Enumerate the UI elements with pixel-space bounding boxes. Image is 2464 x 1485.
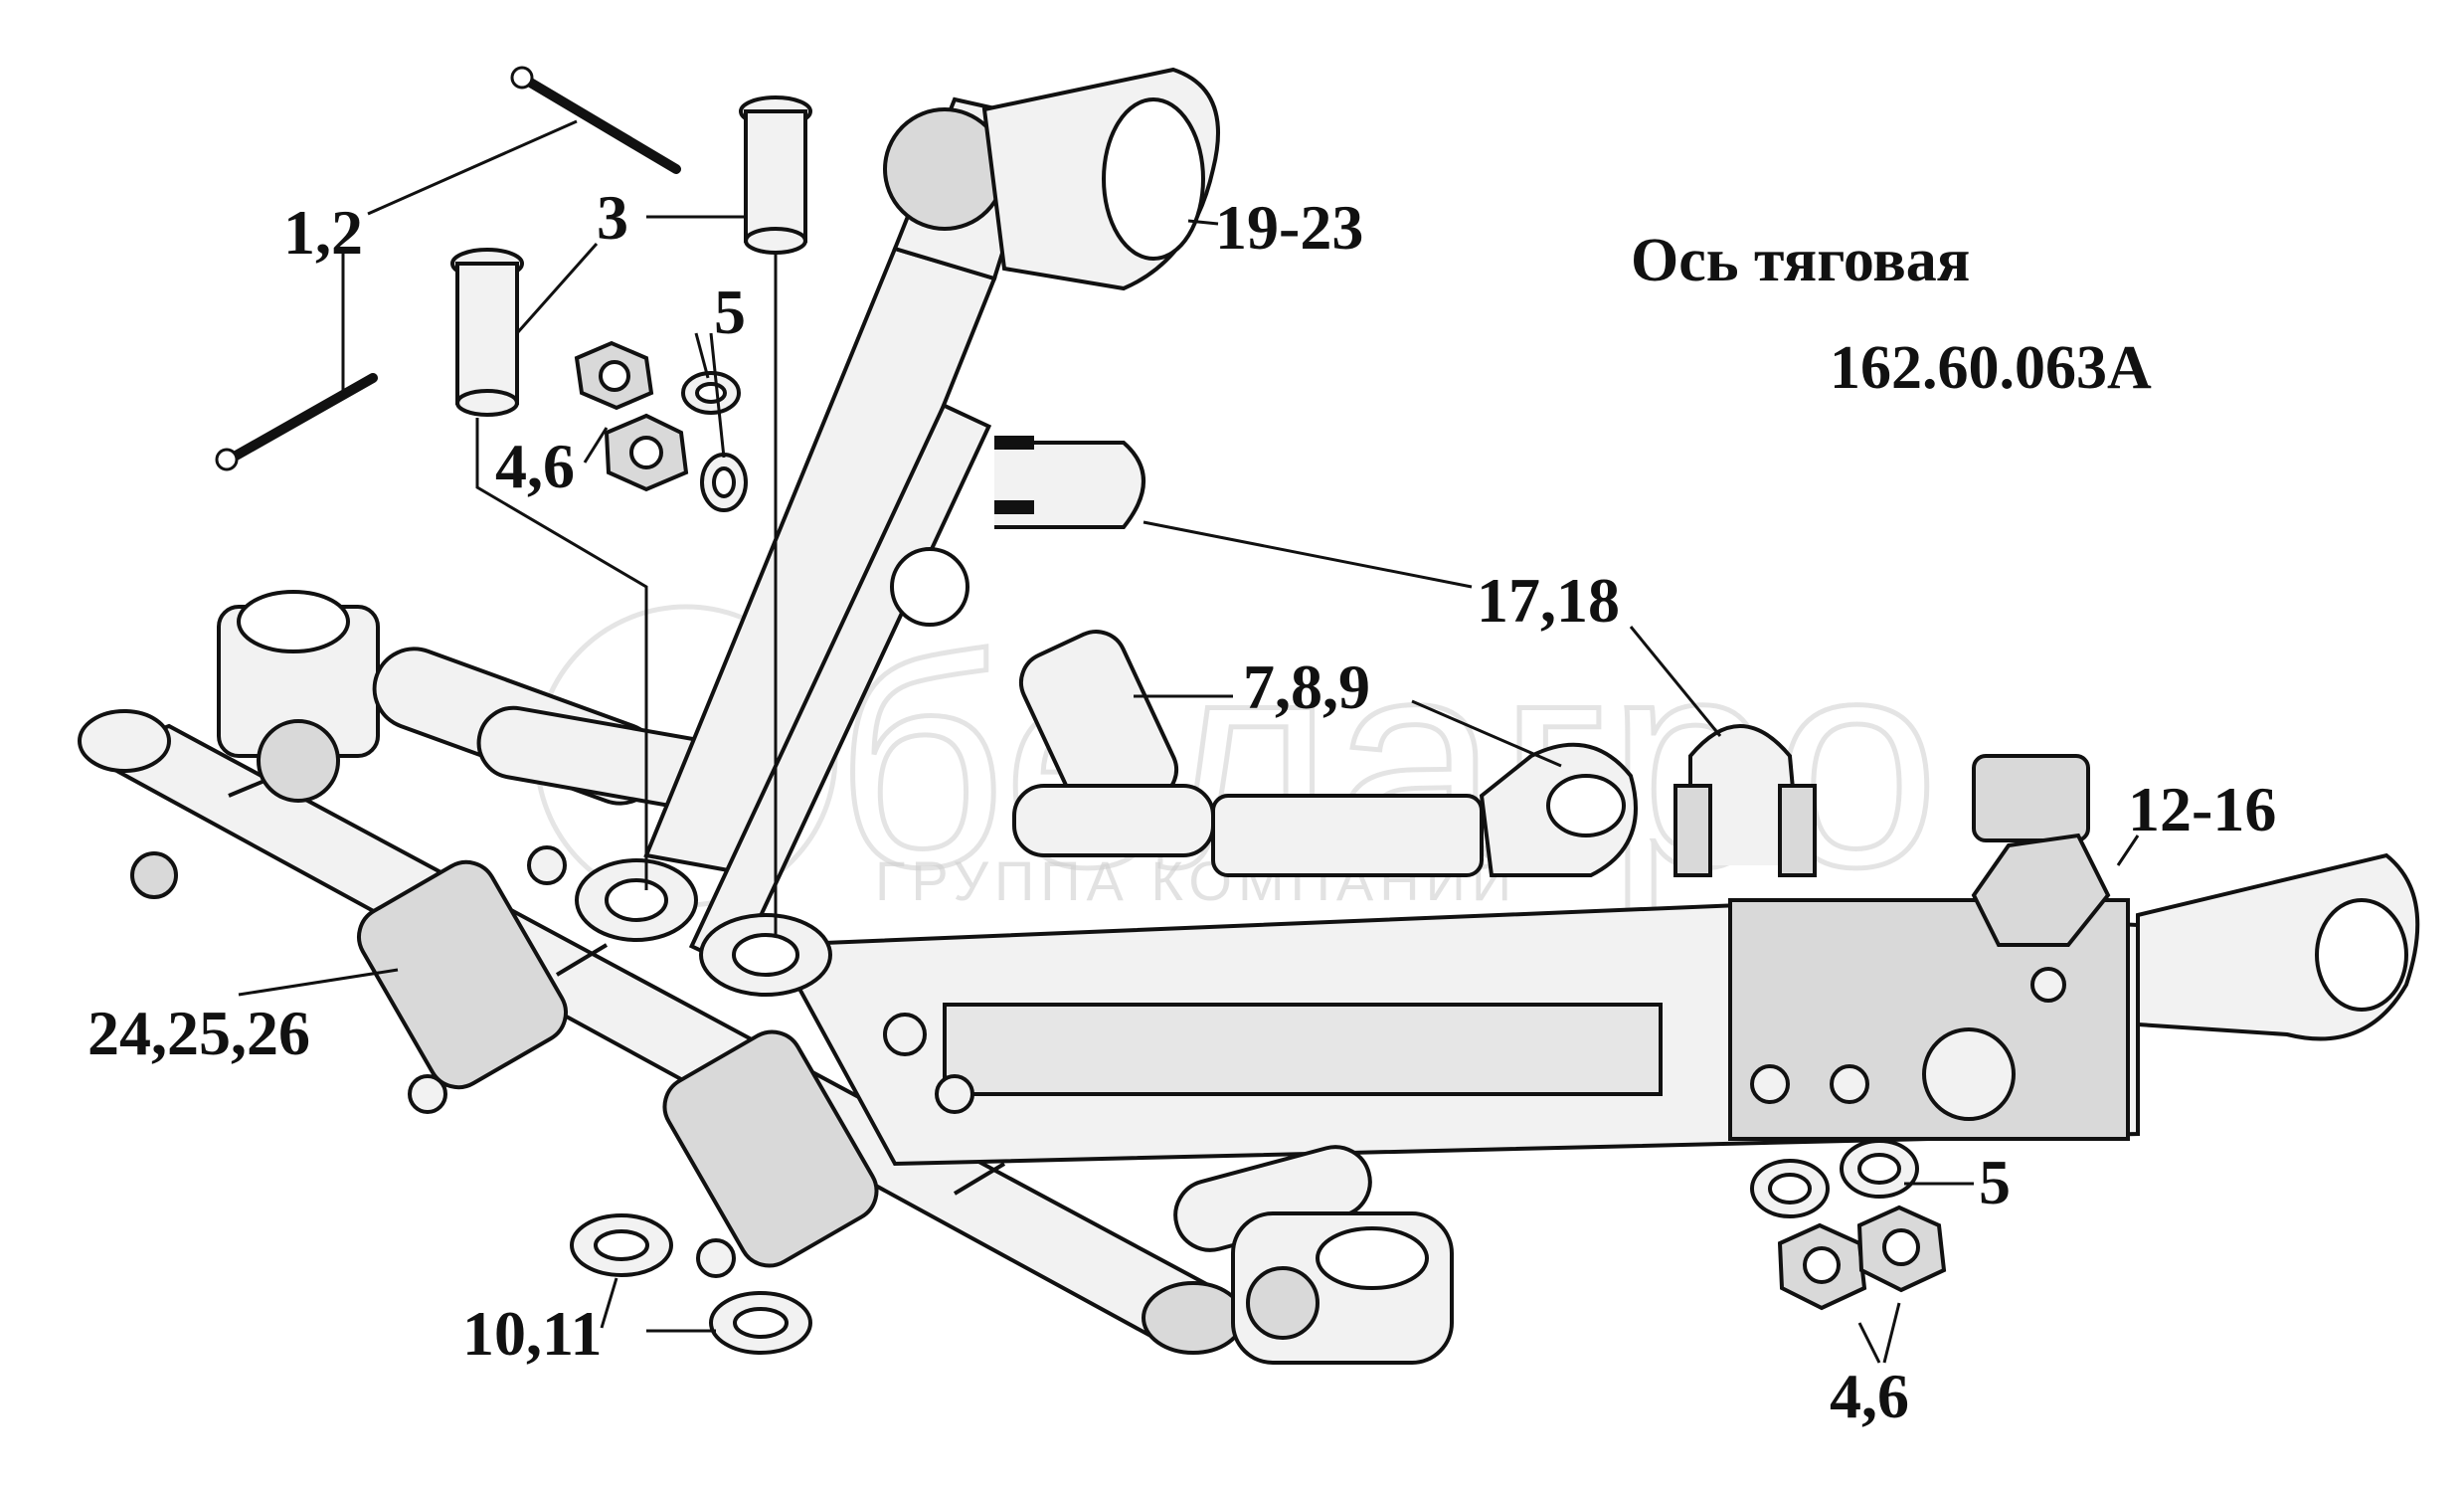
- cross-shaft: [78, 709, 1245, 1355]
- pin-lower: [450, 248, 524, 417]
- washer-lower-b: [1840, 1139, 1919, 1199]
- spring-washer-upper-b: [700, 453, 748, 512]
- washer-11: [709, 1291, 812, 1355]
- upper-link: [575, 67, 1220, 971]
- lower-bracket: [1173, 1145, 1454, 1365]
- nut-lower-b: [1856, 1205, 1947, 1293]
- left-bracket: [217, 590, 757, 817]
- title-name: Ось тяговая: [1631, 227, 1971, 294]
- drawing-title: Ось тяговая 162.60.063А: [1631, 221, 2152, 408]
- turnbuckle: [1012, 630, 1638, 877]
- callout-4-6-upper: 4,6: [495, 431, 575, 501]
- shaft-clamp-left: [357, 845, 568, 1114]
- nut-upper-b: [604, 413, 689, 492]
- drawbar: [699, 754, 2420, 1167]
- pin-upper: [739, 95, 812, 255]
- spring-washer-upper-a: [681, 371, 741, 415]
- callout-12-16: 12-16: [2128, 774, 2276, 844]
- u-bolt-lower: [1673, 724, 1817, 877]
- callout-10-11: 10,11: [462, 1298, 602, 1369]
- title-part-number: 162.60.063А: [1830, 334, 2152, 402]
- callout-7-8-9: 7,8,9: [1243, 651, 1370, 722]
- callout-17-18: 17,18: [1477, 565, 1620, 636]
- washer-10: [570, 1213, 673, 1277]
- nut-lower-a: [1777, 1222, 1867, 1311]
- nut-upper-a: [574, 340, 654, 411]
- callout-4-6-lower: 4,6: [1830, 1361, 1909, 1431]
- callout-3: 3: [597, 182, 628, 253]
- leader-lines: [238, 119, 2140, 1364]
- callout-1-2: 1,2: [283, 197, 363, 268]
- cotter-pin-lower: [215, 373, 378, 471]
- callout-5-lower: 5: [1979, 1147, 2011, 1217]
- callout-5-upper: 5: [714, 277, 746, 347]
- washer-lower-a: [1750, 1159, 1830, 1218]
- u-bolt-upper: [994, 436, 1145, 529]
- callout-labels: 1,2 3 5 4,6 19-23 17,18 7,8,9 12-16 24,2…: [88, 182, 2276, 1431]
- callout-24-25-26: 24,25,26: [88, 998, 310, 1068]
- cotter-pin-upper: [510, 66, 681, 174]
- callout-19-23: 19-23: [1215, 192, 1363, 263]
